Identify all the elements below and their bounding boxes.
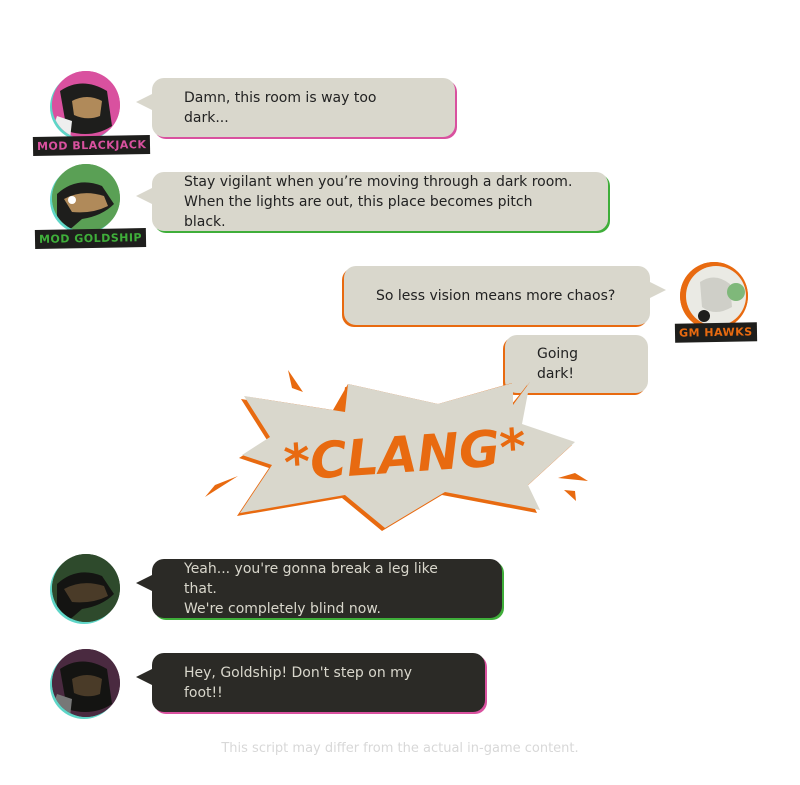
message-text: So less vision means more chaos? xyxy=(376,287,616,304)
disclaimer-footer: This script may differ from the actual i… xyxy=(221,741,579,756)
sound-effect-burst: *CLANG* xyxy=(205,370,588,531)
message-text: Stay vigilant when you’re moving through… xyxy=(184,173,573,190)
chat-bubble: Going dark! xyxy=(505,335,648,393)
speaker-label: GM HAWKS xyxy=(674,322,757,343)
message-text: Hey, Goldship! Don't step on my foot!! xyxy=(184,664,413,701)
message-text: When the lights are out, this place beco… xyxy=(184,193,533,230)
chat-bubble: Damn, this room is way too dark... xyxy=(136,78,455,137)
chat-bubble: Yeah... you're gonna break a leg like th… xyxy=(136,559,502,618)
chat-bubble: So less vision means more chaos? xyxy=(344,266,666,325)
bubble-tail xyxy=(136,94,152,110)
avatar-mod-goldship xyxy=(52,554,120,622)
message-text: Damn, this room is way too dark... xyxy=(184,89,377,126)
speaker-label: MOD BLACKJACK xyxy=(32,134,151,157)
chat-bubble: Hey, Goldship! Don't step on my foot!! xyxy=(136,653,485,712)
avatar-mod-blackjack xyxy=(52,649,120,717)
chat-bubble: Stay vigilant when you’re moving through… xyxy=(136,172,608,231)
bubble-tail xyxy=(650,282,666,298)
bubble-tail xyxy=(136,575,152,591)
avatar-gm-hawks xyxy=(680,262,748,330)
bubble-tail xyxy=(136,188,152,204)
message-text: Yeah... you're gonna break a leg like th… xyxy=(184,560,438,597)
avatar-mod-blackjack xyxy=(52,71,120,139)
message-text: We're completely blind now. xyxy=(184,600,381,617)
bubble-tail xyxy=(136,669,152,685)
avatar-mod-goldship xyxy=(52,164,120,232)
speaker-label: MOD GOLDSHIP xyxy=(34,228,147,249)
message-text: Going dark! xyxy=(537,346,579,382)
